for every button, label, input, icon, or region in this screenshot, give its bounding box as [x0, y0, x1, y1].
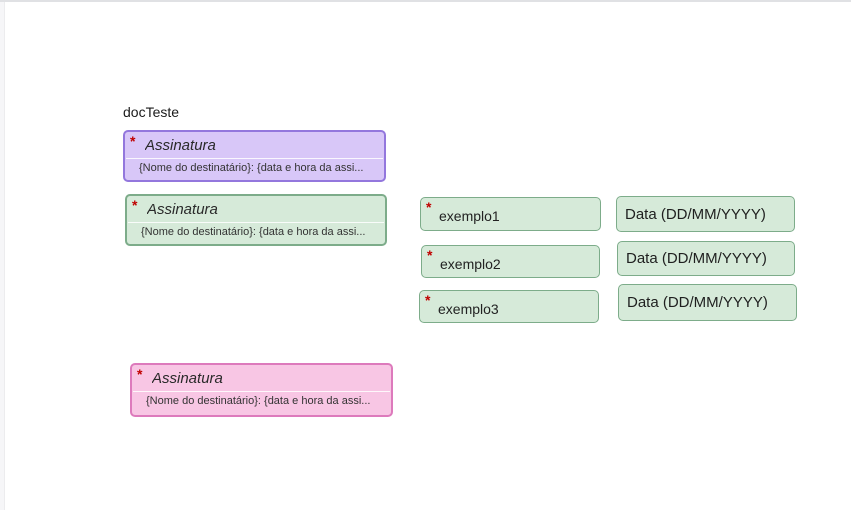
text-field-label: exemplo3 — [438, 300, 499, 317]
date-field-label: Data (DD/MM/YYYY) — [627, 294, 768, 311]
text-field-exemplo1[interactable]: * exemplo1 — [420, 197, 601, 231]
date-field-3[interactable]: Data (DD/MM/YYYY) — [618, 284, 797, 321]
signature-field-title: Assinatura — [152, 370, 223, 387]
text-field-label: exemplo1 — [439, 208, 500, 224]
required-marker: * — [425, 292, 431, 308]
text-field-label: exemplo2 — [440, 255, 501, 272]
field-divider — [128, 222, 384, 223]
signature-field-subtitle: {Nome do destinatário}: {data e hora da … — [141, 226, 366, 238]
required-marker: * — [427, 247, 433, 263]
date-field-label: Data (DD/MM/YYYY) — [625, 205, 766, 223]
date-field-label: Data (DD/MM/YYYY) — [626, 250, 767, 267]
text-field-exemplo2[interactable]: * exemplo2 — [421, 245, 600, 278]
signature-field-title: Assinatura — [147, 201, 218, 218]
signature-field-2[interactable]: * Assinatura {Nome do destinatário}: {da… — [125, 194, 387, 246]
signature-field-title: Assinatura — [145, 137, 216, 154]
field-divider — [133, 391, 390, 392]
document-title: docTeste — [123, 104, 180, 120]
required-marker: * — [137, 366, 143, 382]
left-edge-strip — [0, 2, 5, 510]
date-field-1[interactable]: Data (DD/MM/YYYY) — [616, 196, 795, 232]
field-divider — [126, 158, 383, 159]
text-field-exemplo3[interactable]: * exemplo3 — [419, 290, 599, 323]
signature-field-1[interactable]: * Assinatura {Nome do destinatário}: {da… — [123, 130, 386, 182]
signature-field-subtitle: {Nome do destinatário}: {data e hora da … — [146, 395, 371, 407]
required-marker: * — [130, 133, 136, 149]
signature-field-subtitle: {Nome do destinatário}: {data e hora da … — [139, 162, 364, 174]
signature-field-3[interactable]: * Assinatura {Nome do destinatário}: {da… — [130, 363, 393, 417]
window-top-border — [0, 0, 851, 2]
required-marker: * — [426, 199, 432, 215]
required-marker: * — [132, 197, 138, 213]
date-field-2[interactable]: Data (DD/MM/YYYY) — [617, 241, 795, 276]
